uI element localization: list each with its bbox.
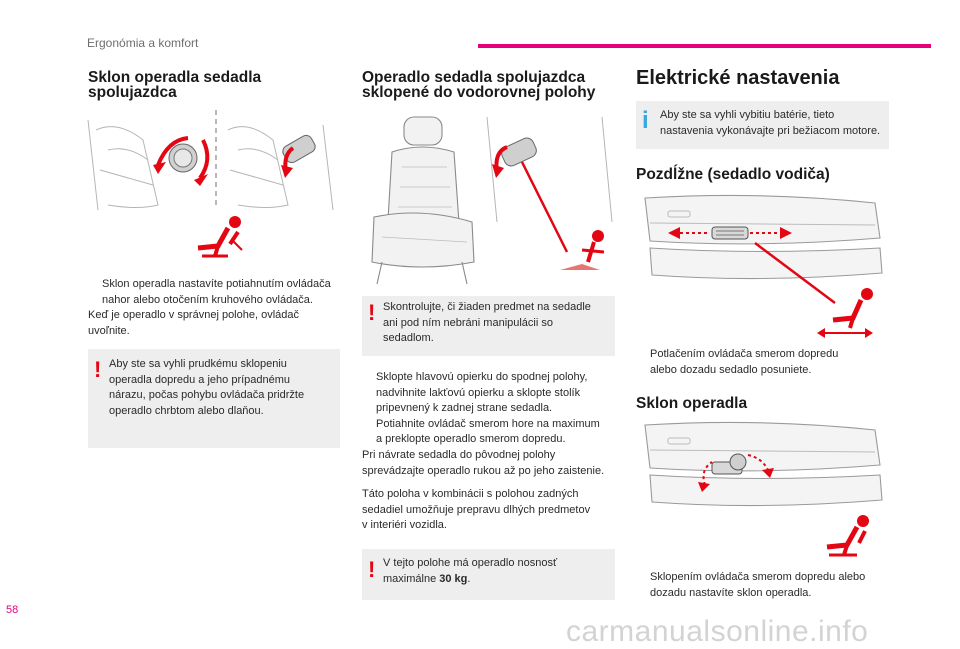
col3-subtitle-backrest: Sklon operadla — [636, 395, 748, 412]
col2-paragraph2: Táto poloha v kombinácii s polohou zadný… — [362, 487, 627, 534]
col3-info-line2: nastavenia vykonávajte pri bežiacom moto… — [660, 124, 881, 137]
occupant-pictogram — [197, 216, 243, 258]
recline-knob-illustration — [87, 110, 334, 258]
col1-title-line2: spolujazdca — [88, 84, 177, 101]
col2-warning-text: Skontrolujte, či žiaden predmet na sedad… — [383, 300, 591, 347]
col2-title: Operadlo sedadla spolujazdca sklopené do… — [362, 69, 596, 101]
col2-bullet1-line2: nadvihnite lakťovú opierku a sklopte sto… — [376, 386, 581, 399]
capacity-prefix: maximálne — [383, 572, 440, 585]
col1-paragraph: Keď je operadlo v správnej polohe, ovlád… — [88, 308, 348, 339]
col3-bullet2-line2: dozadu nastavíte sklon operadla. — [650, 586, 812, 599]
col1-title: Sklon operadla sedadla spolujazdca — [88, 69, 262, 101]
col3-info-text: Aby ste sa vyhli vybitiu batérie, tieto … — [660, 108, 880, 139]
col2-warning2-box: ! V tejto polohe má operadlo nosnosť max… — [362, 549, 615, 600]
col1-bullet: Sklon operadla nastavíte potiahnutím ovl… — [88, 277, 348, 308]
col3-title: Elektrické nastavenia — [636, 67, 840, 89]
col2-para2-line2: sedadiel umožňuje prepravu dlhých predme… — [362, 503, 591, 516]
col2-title-line2: sklopené do vodorovnej polohy — [362, 84, 596, 101]
col1-warning-line2: operadla dopredu a jeho prípadnému — [109, 373, 291, 386]
warning-icon: ! — [368, 557, 376, 582]
header-accent-bar — [478, 44, 931, 48]
folded-seat-illustration — [371, 116, 613, 285]
col1-bullet-line1: Sklon operadla nastavíte potiahnutím ovl… — [102, 278, 331, 290]
col1-warning-line4: operadlo chrbtom alebo dlaňou. — [109, 404, 264, 417]
col1-warning-line1: Aby ste sa vyhli prudkému sklopeniu — [109, 358, 287, 370]
col1-para-line1: Keď je operadlo v správnej polohe, ovlád… — [88, 309, 300, 321]
col3-bullet1: Potlačením ovládača smerom dopredu alebo… — [636, 347, 906, 378]
longitudinal-switch — [711, 226, 749, 240]
col3-bullet2: Sklopením ovládača smerom dopredu alebo … — [636, 570, 906, 601]
col2-bullet2-line1: Potiahnite ovládač smerom hore na maximu… — [376, 417, 600, 430]
col3-subtitle-longitudinal: Pozdĺžne (sedadlo vodiča) — [636, 166, 830, 183]
backrest-switch — [711, 453, 747, 475]
backrest-pictogram — [826, 515, 869, 557]
col1-para-line2: uvoľnite. — [88, 324, 130, 337]
warning-icon: ! — [94, 357, 102, 382]
recline-knob — [168, 143, 198, 173]
col2-bullet1-line3: pripevnený k zadnej strane sedadla. — [376, 402, 553, 414]
col2-para1-line2: sprevádzajte operadlo rukou až po jeho z… — [362, 464, 605, 477]
col3-info-box: i Aby ste sa vyhli vybitiu batérie, tiet… — [636, 101, 889, 149]
col2-bullet1-line1: Sklopte hlavovú opierku do spodnej poloh… — [376, 371, 588, 383]
col2-bullet2-line2: a preklopte operadlo smerom dopredu. — [376, 433, 566, 445]
col2-warning-line2: ani pod ním nebráni manipulácii so — [383, 316, 553, 329]
col1-warning-line3: nárazu, počas pohybu ovládača pridržte — [109, 389, 305, 401]
warning-icon: ! — [368, 300, 376, 325]
col3-bullet1-line2: alebo dozadu sedadlo posuniete. — [650, 363, 812, 376]
col2-title-line1: Operadlo sedadla spolujazdca — [362, 69, 586, 86]
col2-para2-line1: Táto poloha v kombinácii s polohou zadný… — [362, 488, 579, 500]
folded-pictogram — [560, 230, 605, 270]
col2-warning-box: ! Skontrolujte, či žiaden predmet na sed… — [362, 296, 615, 356]
driver-pictogram — [817, 288, 873, 338]
col2-para1-line1: Pri návrate sedadla do pôvodnej polohy — [362, 449, 556, 461]
col1-bullet-line2: nahor alebo otočením kruhového ovládača. — [102, 293, 313, 306]
page-number: 58 — [6, 604, 19, 616]
col2-warning2-line1: V tejto polohe má operadlo nosnosť — [383, 557, 558, 569]
col2-warning2-line2: maximálne 30 kg. — [383, 572, 557, 588]
col1-warning-box: ! Aby ste sa vyhli prudkému sklopeniu op… — [88, 349, 340, 448]
backrest-control-illustration — [644, 421, 883, 557]
col3-info-line1: Aby ste sa vyhli vybitiu batérie, tieto — [660, 109, 835, 121]
col2-bullets: Sklopte hlavovú opierku do spodnej poloh… — [362, 370, 622, 448]
seat-lever — [501, 137, 537, 167]
col3-bullet2-line1: Sklopením ovládača smerom dopredu alebo — [650, 571, 866, 583]
col2-warning2-text: V tejto polohe má operadlo nosnosť maxim… — [383, 556, 557, 587]
col3-bullet1-line1: Potlačením ovládača smerom dopredu — [650, 348, 839, 360]
col2-para2-line3: v interiéri vozidla. — [362, 519, 447, 531]
col2-paragraph1: Pri návrate sedadla do pôvodnej polohy s… — [362, 448, 627, 479]
col2-warning-line3: sedadlom. — [383, 332, 434, 344]
col1-warning-text: Aby ste sa vyhli prudkému sklopeniu oper… — [109, 357, 304, 419]
capacity-value: 30 kg — [439, 572, 468, 585]
watermark: carmanualsonline.info — [566, 615, 869, 648]
col2-warning-line1: Skontrolujte, či žiaden predmet na sedad… — [383, 301, 591, 313]
longitudinal-control-illustration — [644, 194, 883, 338]
section-header: Ergonómia a komfort — [87, 36, 199, 50]
info-icon: i — [642, 107, 649, 134]
seat-drawing — [371, 116, 475, 285]
capacity-suffix: . — [467, 572, 471, 585]
col1-title-line1: Sklon operadla sedadla — [88, 69, 262, 86]
